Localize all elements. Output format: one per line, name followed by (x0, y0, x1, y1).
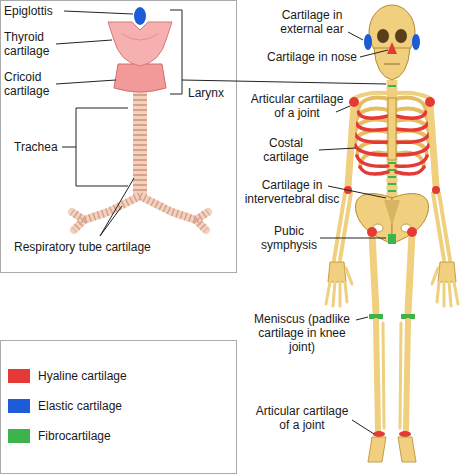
part-label: Cartilage in nose (262, 50, 362, 64)
leader-line (352, 420, 374, 434)
leader-line (182, 80, 386, 84)
thyroid-shape (122, 34, 158, 40)
rib-bones (388, 98, 396, 160)
pelvis-bone (388, 234, 396, 244)
trachea-tube (72, 196, 208, 230)
leader-line (170, 10, 182, 94)
leader-line (56, 80, 116, 84)
part-label: Meniscus (padlike cartilage in knee join… (250, 312, 354, 354)
leader-line (360, 50, 388, 57)
panel-frame (1, 341, 237, 474)
legend-swatch (8, 399, 30, 413)
part-label: Respiratory tube cartilage (14, 240, 151, 254)
limb-bones (392, 93, 458, 462)
skull-bone (384, 64, 400, 65)
trachea-tube (72, 196, 208, 230)
leader-line (348, 32, 363, 40)
legend-text: Hyaline cartilage (38, 369, 127, 383)
thyroid-shape (108, 22, 172, 66)
cricoid-shape (114, 64, 166, 92)
trachea-tube (133, 92, 147, 198)
legend-text: Elastic cartilage (38, 399, 122, 413)
rib-bones (355, 98, 429, 174)
leader-line (356, 317, 368, 320)
legend-entry: Fibrocartilage (8, 428, 111, 444)
epiglottis-shape (134, 7, 146, 25)
part-label: Articular cartilage of a joint (248, 92, 346, 120)
leader-line (336, 106, 350, 112)
legend-swatch (8, 369, 30, 383)
pelvis-bone (384, 200, 400, 226)
epiglottis-shape (134, 7, 146, 25)
rib-bones (355, 98, 392, 174)
leader-line (64, 11, 133, 14)
thyroid-shape (108, 22, 172, 66)
skull-bone (387, 42, 397, 54)
legend-text: Fibrocartilage (38, 429, 111, 443)
pelvis-bone (355, 194, 428, 244)
leader-line (56, 10, 386, 236)
part-label: Cartilage in external ear (268, 8, 356, 36)
leader-line (56, 40, 112, 44)
part-label: Cricoid cartilage (4, 70, 64, 98)
skull-bone (377, 29, 389, 43)
trachea-tube (72, 92, 208, 230)
rib-bones (392, 98, 429, 174)
leader-line (62, 108, 128, 186)
legend-entry: Hyaline cartilage (8, 368, 127, 384)
legend-swatch (8, 429, 30, 443)
part-label: Thyroid cartilage (4, 30, 64, 58)
part-label: Costal cartilage (256, 136, 316, 164)
leader-line (320, 238, 386, 239)
skull-bone (364, 5, 420, 80)
part-label: Pubic symphysis (258, 224, 320, 252)
skull-bone (412, 34, 420, 50)
part-label: Larynx (188, 86, 224, 100)
part-label: Cartilage in intervertebral disc (242, 178, 342, 206)
leader-line (319, 148, 356, 150)
legend-entry: Elastic cartilage (8, 398, 122, 414)
skull-bone (364, 34, 372, 50)
part-label: Trachea (14, 140, 58, 154)
skull-bone (395, 29, 407, 43)
panel-frame (1, 1, 237, 474)
part-label: Epiglottis (4, 4, 53, 18)
trachea-tube (133, 94, 147, 198)
panel-frame (1, 1, 237, 273)
part-label: Articular cartilage of a joint (250, 404, 354, 432)
cricoid-shape (114, 64, 166, 92)
leader-line (100, 178, 134, 236)
